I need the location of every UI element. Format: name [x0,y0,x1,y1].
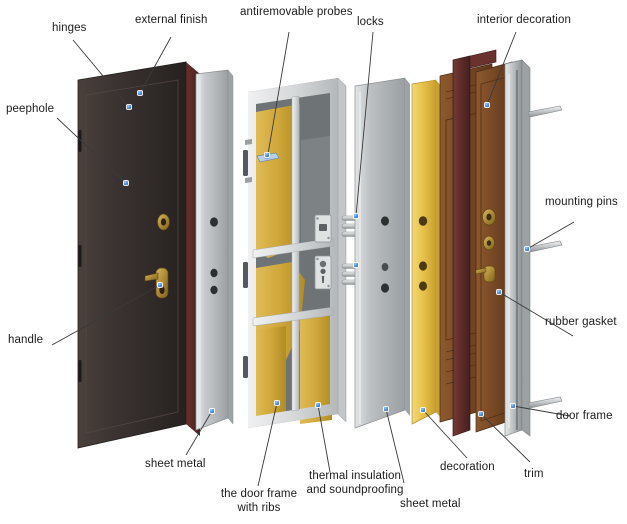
mounting-pin [527,396,563,409]
label-peephole: peephole [6,103,55,115]
bore-hole [419,281,427,291]
frame-hinge-group [243,139,252,378]
interior-handle-icon [483,265,496,283]
hinge-icon [78,130,82,152]
sheet-metal-inner-layer [354,77,410,429]
label-antiremovable-probes: antiremovable probes [240,6,353,18]
label-sheet-metal-right: sheet metal [400,498,461,510]
trim-layer [452,49,497,437]
sheet-metal-outer-layer [195,69,234,431]
mounting-pin-group [527,105,563,409]
label-interior-decoration: interior decoration [477,14,571,26]
label-locks: locks [357,16,384,28]
label-trim: trim [524,468,544,480]
hinge-icon [243,356,248,378]
jamb-face [504,59,523,437]
label-mounting-pins: mounting pins [545,196,618,208]
bore-hole [381,263,389,271]
label-thermal-insulation: thermal insulation and soundproofing [306,470,404,496]
sheet-metal-outer-face [195,69,229,431]
leader-lines [51,31,575,487]
mounting-pin [527,240,563,253]
hinge-icon [78,360,82,382]
trim-strip [452,55,471,437]
bore-hole [418,216,428,226]
lock-group [314,214,332,290]
bore-hole [381,216,389,226]
interior-hardware-group [475,208,496,283]
peephole-icon [157,213,170,231]
bore-hole [210,217,218,227]
decoration-panel-face [411,79,437,425]
bore-hole [381,283,389,293]
trim-head [469,49,497,69]
sheet-metal-outer-edge [227,69,234,425]
bore-hole [210,285,218,295]
hinge-icon [243,150,248,176]
insulation-batt [256,104,300,258]
door-handle-icon [144,267,169,299]
door-frame-jamb-layer [504,59,563,437]
label-external-finish: external finish [135,14,208,26]
label-hinges: hinges [52,22,87,34]
door-leaf-face [77,61,187,449]
hinge-icon [78,245,82,267]
decoration-panel-layer [411,79,441,425]
ribbed-door-frame-layer [243,77,364,428]
label-door-frame-with-ribs: the door frame with ribs [220,488,298,514]
hinge-group [78,130,82,382]
label-rubber-gasket: rubber gasket [545,316,617,328]
hinge-icon [243,262,248,288]
insulation-batt [300,314,332,424]
frame-side-edge [337,77,347,423]
sheet-metal-inner-face [354,77,406,429]
label-decoration: decoration [440,461,495,473]
bore-hole [210,268,218,278]
bore-hole [419,261,427,271]
sheet-metal-inner-edge [405,78,410,416]
callout-dots [123,90,530,417]
outer-door-leaf [77,61,200,449]
leaf-panel-outline [85,79,179,434]
label-handle: handle [8,334,44,346]
frame-ribs [252,95,335,412]
label-sheet-metal-left: sheet metal [145,458,206,470]
mounting-pin [527,105,563,118]
insulation-batt [256,326,286,424]
label-door-frame: door frame [556,410,613,422]
